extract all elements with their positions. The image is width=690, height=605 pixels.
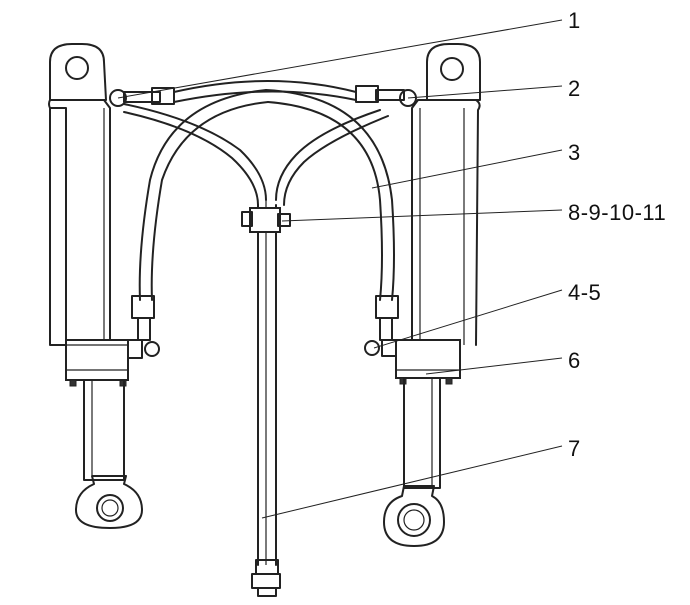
leader-lines	[117, 19, 563, 519]
right-cylinder	[383, 43, 481, 547]
callout-6: 6	[568, 348, 581, 373]
callout-1: 1	[568, 8, 581, 33]
callout-7: 7	[568, 436, 581, 461]
callout-4-5: 4-5	[568, 280, 601, 305]
left-cylinder	[48, 43, 143, 529]
hose-network	[109, 80, 417, 597]
callout-3: 3	[568, 140, 581, 165]
callout-2: 2	[568, 76, 581, 101]
callout-8-9-10-11: 8-9-10-11	[568, 200, 666, 225]
